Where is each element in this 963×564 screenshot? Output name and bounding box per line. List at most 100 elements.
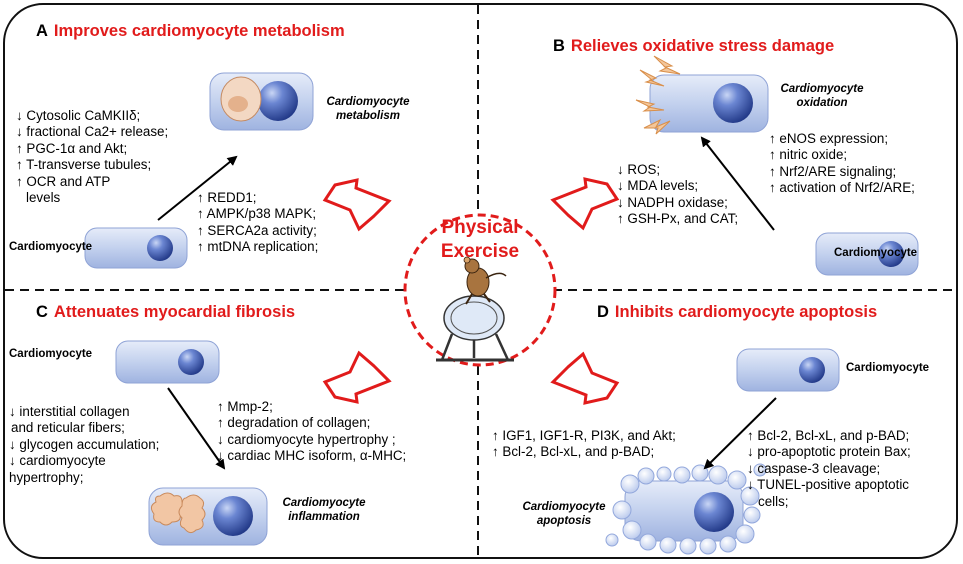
panel-a-left-list: ↓ Cytosolic CaMKIIδ; ↓ fractional Ca2+ r… [16, 108, 168, 206]
list-item: ↓ glycogen accumulation; [9, 436, 160, 452]
panel-a-heading: Improves cardiomyocyte metabolism [53, 22, 345, 40]
nucleus-icon [694, 492, 734, 532]
list-item: ↑ GSH-Px, and CAT; [617, 211, 739, 227]
result-label-line: Cardiomyocyte [282, 497, 366, 509]
panel-a-transition-arrow [157, 155, 238, 221]
panel-c-result-label: Cardiomyocyte inflammation [272, 496, 376, 524]
list-item: ↑ OCR and ATP [16, 173, 111, 189]
panel-d-title: D Inhibits cardiomyocyte apoptosis [597, 303, 877, 322]
list-item: ↑ Mmp-2; [217, 399, 273, 414]
list-item: cells; [758, 493, 789, 509]
nucleus-icon [878, 241, 904, 267]
panel-c-graphics [115, 340, 268, 546]
list-item: and reticular fibers; [11, 420, 125, 436]
result-label-line: Cardiomyocyte [326, 96, 410, 108]
list-item: ↑ mtDNA replication; [197, 239, 319, 255]
oxidation-bolt-icons [635, 55, 681, 135]
list-item: ↓ cardiac MHC isoform, α-MHC; [217, 448, 407, 464]
nucleus-icon [258, 81, 298, 121]
mouse-icon [463, 256, 507, 305]
list-item: ↑ REDD1; [197, 190, 257, 205]
list-item: ↓ NADPH oxidase; [617, 194, 728, 210]
mouse-wheel-illustration [436, 256, 514, 362]
list-item: ↓ interstitial collagen [9, 404, 130, 419]
panel-a-graphics [84, 72, 314, 269]
diagram-frame [3, 3, 958, 559]
result-label-line: Cardiomyocyte [780, 83, 864, 95]
panel-a-letter: A [36, 22, 48, 40]
result-label-line: metabolism [336, 110, 400, 122]
result-label-line: Cardiomyocyte [522, 501, 606, 513]
panel-d-result-label: Cardiomyocyte apoptosis [512, 500, 616, 528]
list-item: ↓ cardiomyocyte [9, 453, 106, 469]
list-item: hypertrophy; [9, 469, 84, 485]
list-item: ↓ cardiomyocyte hypertrophy ; [217, 431, 396, 447]
center-title: Physical Exercise [410, 216, 550, 264]
result-label-line: apoptosis [536, 515, 592, 527]
panel-a-result-label: Cardiomyocyte metabolism [316, 95, 420, 123]
panel-b-left-list: ↓ ROS; ↓ MDA levels; ↓ NADPH oxidase; ↑ … [617, 162, 738, 228]
lipid-core-icon [228, 96, 248, 112]
panel-b-letter: B [553, 37, 565, 55]
list-item: ↓ MDA levels; [617, 178, 699, 194]
panel-d-transition-arrow [703, 397, 777, 470]
panel-a-right-list: ↑ REDD1; ↑ AMPK/p38 MAPK; ↑ SERCA2a acti… [197, 190, 318, 256]
panel-c-cell-label: Cardiomyocyte [9, 348, 93, 360]
wheel-icon [443, 295, 505, 341]
nucleus-icon [147, 235, 173, 261]
panel-b-graphics [635, 55, 919, 276]
arrow-to-panel-c [322, 350, 392, 404]
panel-b-transition-arrow [700, 136, 775, 231]
panel-c-right-list: ↑ Mmp-2; ↑ degradation of collagen; ↓ ca… [217, 399, 406, 465]
panel-d-letter: D [597, 303, 609, 321]
panel-b-result-label: Cardiomyocyte oxidation [770, 82, 874, 110]
list-item: ↑ eNOS expression; [769, 131, 889, 146]
panel-b-right-list: ↑ eNOS expression; ↑ nitric oxide; ↑ Nrf… [769, 131, 915, 197]
list-item: ↓ pro-apoptotic protein Bax; [747, 444, 911, 460]
arrow-to-panel-b [550, 177, 620, 231]
center-title-line: Physical [441, 217, 519, 238]
list-item: ↑ degradation of collagen; [217, 415, 371, 431]
list-item: ↓ TUNEL-positive apoptotic [747, 477, 910, 493]
panel-c-transition-arrow [167, 387, 226, 470]
list-item: ↓ ROS; [617, 162, 661, 177]
nucleus-icon [713, 83, 753, 123]
panel-b-heading: Relieves oxidative stress damage [570, 37, 835, 55]
arrow-to-panel-d [550, 351, 620, 405]
list-item: levels [26, 190, 61, 206]
nucleus-icon [178, 349, 204, 375]
panel-a-cell-label: Cardiomyocyte [9, 241, 93, 253]
wheel-stand [440, 333, 510, 361]
list-item: ↑ Nrf2/ARE signaling; [769, 163, 897, 179]
center-title-line: Exercise [440, 241, 520, 262]
list-item: ↑ activation of Nrf2/ARE; [769, 180, 915, 196]
panel-c-left-list: ↓ interstitial collagen and reticular fi… [9, 404, 159, 486]
list-item: ↑ nitric oxide; [769, 147, 848, 163]
result-label-line: inflammation [288, 511, 360, 523]
apoptotic-bubble-icons [605, 463, 767, 555]
panel-d-graphics [605, 348, 840, 555]
dividers [5, 5, 958, 559]
list-item: ↑ Bcl-2, Bcl-xL, and p-BAD; [492, 444, 655, 460]
panel-d-right-list: ↑ Bcl-2, Bcl-xL, and p-BAD; ↓ pro-apopto… [747, 428, 911, 510]
panel-a-title: A Improves cardiomyocyte metabolism [36, 22, 345, 41]
list-item: ↓ fractional Ca2+ release; [16, 124, 169, 140]
panel-d-left-list: ↑ IGF1, IGF1-R, PI3K, and Akt; ↑ Bcl-2, … [492, 428, 676, 461]
list-item: ↓ caspase-3 cleavage; [747, 460, 881, 476]
list-item: ↑ T-transverse tubules; [16, 157, 152, 173]
nucleus-icon [799, 357, 825, 383]
fibrosis-patch-icons [150, 492, 206, 534]
panel-d-cell-label: Cardiomyocyte [846, 362, 930, 374]
list-item: ↓ Cytosolic CaMKIIδ; [16, 108, 141, 123]
list-item: ↑ Bcl-2, Bcl-xL, and p-BAD; [747, 428, 910, 443]
list-item: ↑ AMPK/p38 MAPK; [197, 206, 317, 222]
arrow-to-panel-a [322, 178, 392, 232]
panel-d-heading: Inhibits cardiomyocyte apoptosis [614, 303, 878, 321]
nucleus-icon [213, 496, 253, 536]
panel-b-title: B Relieves oxidative stress damage [553, 37, 834, 56]
wheel-inner-ring [450, 301, 498, 335]
panel-c-heading: Attenuates myocardial fibrosis [53, 303, 296, 321]
list-item: ↑ SERCA2a activity; [197, 222, 317, 238]
